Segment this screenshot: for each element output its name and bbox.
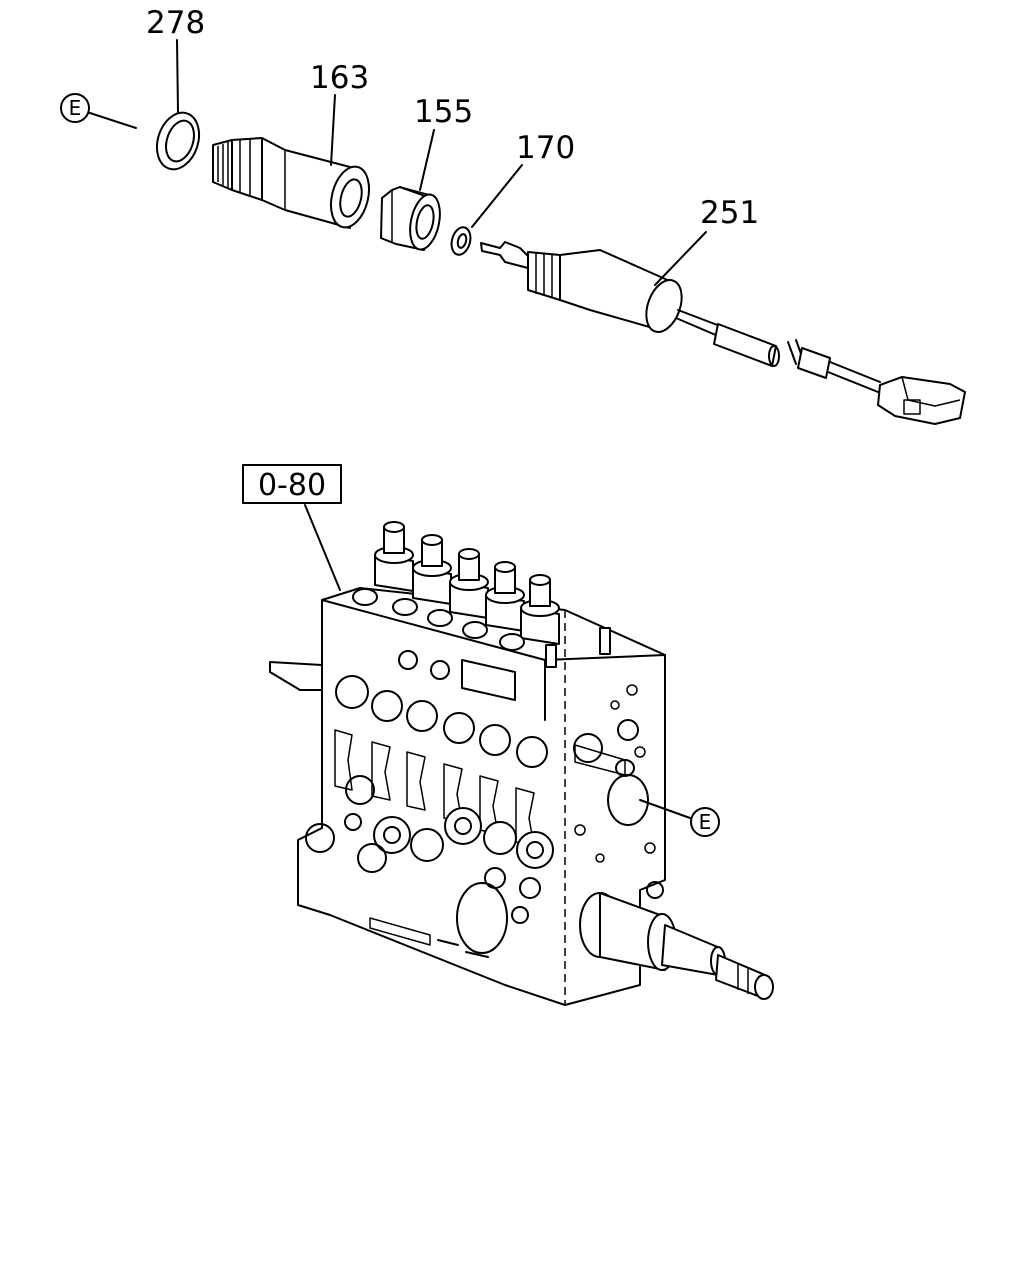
part-label-163: 163 <box>310 60 369 96</box>
injection-pump-assembly <box>269 521 774 1006</box>
drive-shaft <box>579 892 774 1000</box>
part-label-170: 170 <box>516 130 575 166</box>
part-155-nut: 155 <box>380 94 473 251</box>
part-170-washer: 170 <box>450 130 575 256</box>
part-label-251: 251 <box>700 195 759 231</box>
callout-e-left-letter: E <box>69 96 82 120</box>
side-face <box>573 684 664 899</box>
delivery-valves <box>374 521 560 645</box>
part-label-278: 278 <box>146 5 205 41</box>
callout-e-right-letter: E <box>699 810 712 834</box>
part-278-ring: 278 <box>146 5 205 171</box>
part-163-sleeve: 163 <box>212 60 371 229</box>
lower-bosses <box>305 775 554 954</box>
callout-e-left: E <box>60 93 137 129</box>
front-ports <box>335 675 548 768</box>
callout-e-right: E <box>639 799 720 837</box>
top-nuts <box>352 588 611 668</box>
reference-box-0-80: 0-80 <box>242 464 342 591</box>
part-label-155: 155 <box>414 94 473 130</box>
part-251-solenoid: 251 <box>480 195 966 425</box>
reference-label: 0-80 <box>258 468 326 503</box>
